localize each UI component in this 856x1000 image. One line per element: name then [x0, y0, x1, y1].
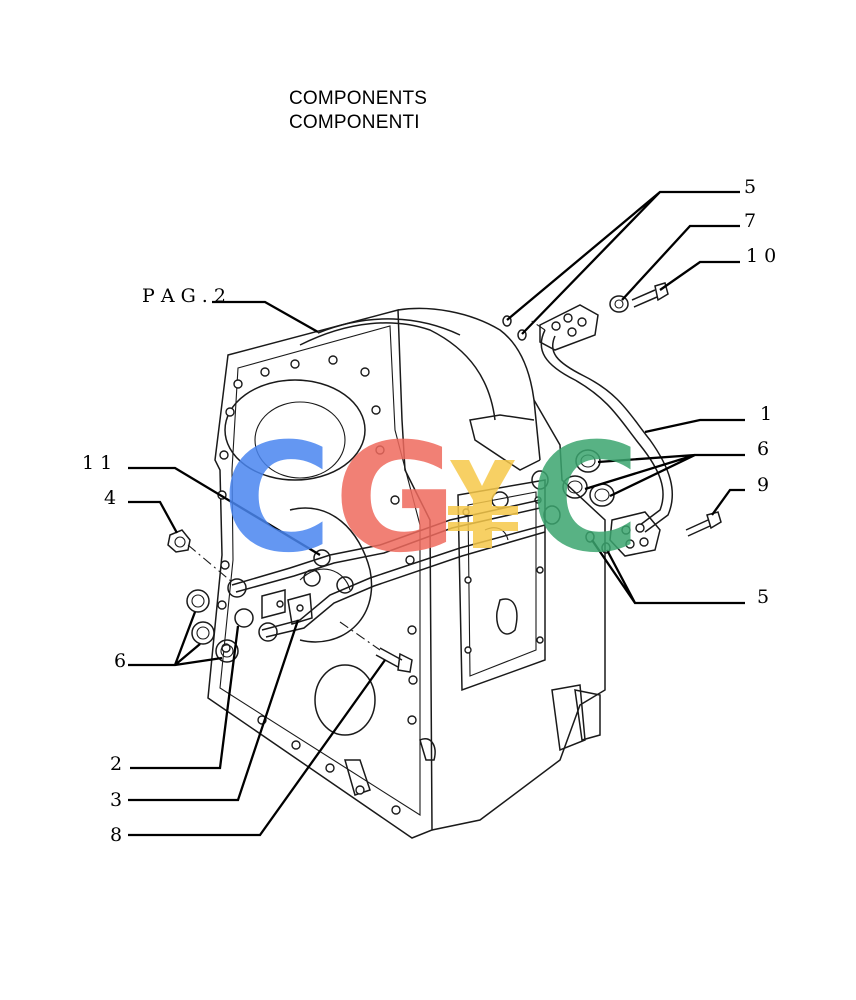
reference-label: P A G . 2 — [142, 285, 226, 307]
seal-rings-left — [186, 589, 239, 663]
oil-pipe — [539, 304, 674, 557]
bolt-7 — [609, 295, 629, 313]
svg-text:G: G — [334, 412, 457, 586]
callout-4: 4 — [104, 487, 116, 509]
leader-lines — [128, 190, 745, 837]
page-title: COMPONENTS — [289, 88, 428, 109]
svg-text:C: C — [530, 412, 640, 586]
callout-11: 1 1 — [82, 452, 112, 474]
callout-9: 9 — [757, 474, 769, 496]
callout-6-right: 6 — [757, 438, 769, 460]
callout-1: 1 — [760, 403, 772, 425]
svg-text:C: C — [222, 412, 332, 586]
plug-4 — [167, 529, 191, 553]
page-subtitle: COMPONENTI — [289, 112, 420, 133]
callout-6-left: 6 — [114, 650, 126, 672]
bolt-10 — [631, 282, 669, 308]
callout-10: 1 0 — [746, 245, 776, 267]
callout-2: 2 — [110, 753, 122, 775]
watermark-y-glyph — [448, 460, 518, 548]
callout-5-bottom: 5 — [757, 586, 769, 608]
watermark-logo: C G C — [222, 412, 640, 586]
o-rings-upper — [502, 315, 611, 554]
bolt-9 — [685, 511, 722, 537]
bolt-8 — [375, 647, 413, 673]
callout-8: 8 — [110, 824, 122, 846]
callout-7: 7 — [744, 210, 756, 232]
callout-5-top: 5 — [744, 176, 756, 198]
callout-3: 3 — [110, 789, 122, 811]
